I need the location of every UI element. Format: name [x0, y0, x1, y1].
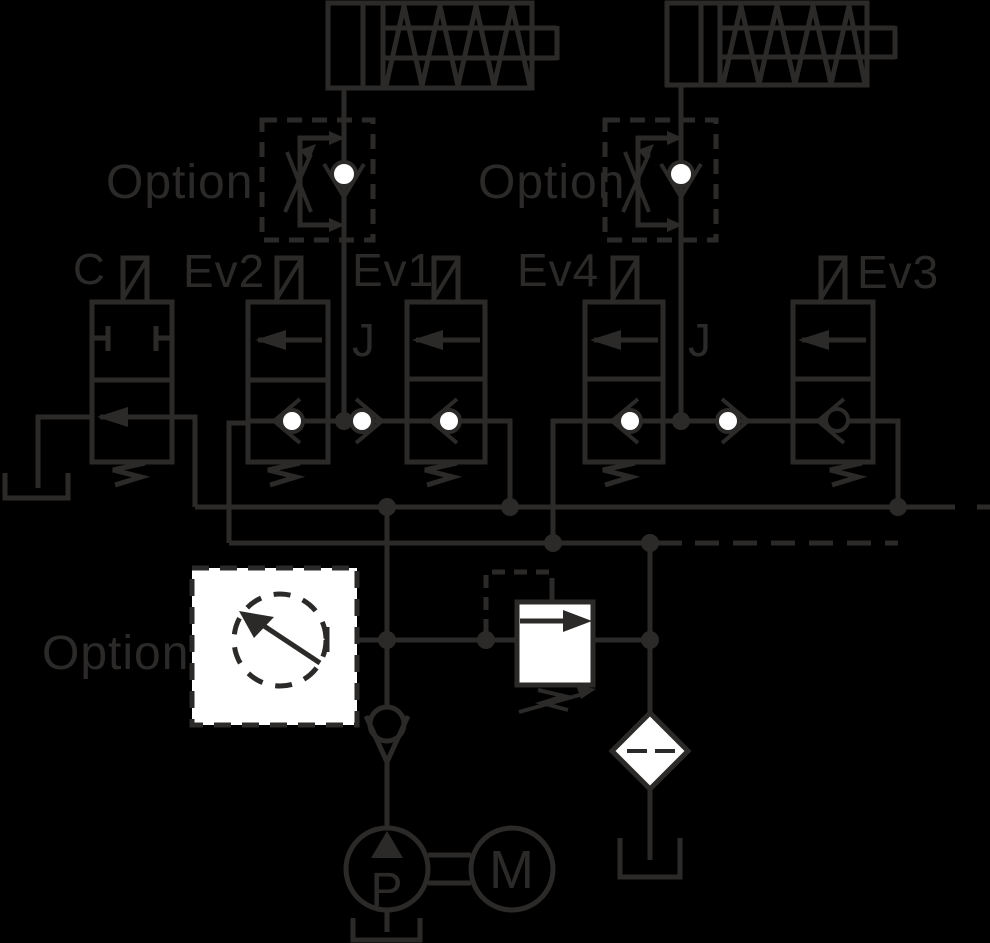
check-seat: [427, 397, 459, 445]
relief-valve-body: [514, 599, 596, 688]
spring-icon: [829, 460, 868, 488]
check-seat: [270, 397, 302, 445]
cylinder-left: [325, 0, 560, 91]
option-dashed-box: [259, 117, 376, 243]
option-dashed-box: [602, 117, 719, 243]
tank-pump: [350, 918, 423, 943]
pipes: [35, 85, 990, 932]
filter-diamond: [608, 709, 692, 793]
flow-arrow: [563, 610, 592, 632]
rotary-option-unit: [189, 565, 360, 728]
label-junction-right: J: [688, 314, 712, 366]
pump-flow-triangle: [371, 831, 403, 858]
cylinder-body: [664, 0, 870, 88]
valve-body: [790, 299, 876, 465]
valve-body: [404, 299, 488, 465]
arrowhead: [667, 218, 683, 232]
adjust-arrow: [518, 692, 584, 714]
label-valve-ev2: Ev2: [183, 245, 265, 297]
actuator-arrow: [256, 619, 322, 666]
spring-icon: [424, 460, 463, 488]
flow-control-option-left: [259, 117, 376, 243]
flow-arrow: [255, 330, 286, 350]
check-ball: [349, 408, 375, 434]
solenoid-icon: [274, 255, 304, 305]
motor-circle: [468, 825, 556, 913]
check-seat: [608, 397, 640, 445]
label-valve-ev1: Ev1: [352, 244, 434, 296]
check-ball: [279, 408, 305, 434]
flow-arrow: [412, 330, 443, 350]
check-ball: [715, 408, 741, 434]
junction-dots: [335, 412, 907, 649]
spring-icon: [602, 460, 641, 488]
filter: [608, 709, 692, 793]
valve-body: [582, 299, 666, 465]
j-check-right: [715, 397, 752, 445]
check-valve: [363, 704, 411, 769]
relief-valve: [514, 599, 596, 714]
check-seat: [814, 397, 846, 445]
flow-arrow: [97, 407, 128, 427]
solenoid-icon: [120, 255, 150, 305]
check-seat: [354, 397, 386, 445]
check-ball: [617, 408, 643, 434]
motor-label: M: [489, 840, 535, 900]
check-ball: [667, 160, 695, 188]
flow-control-option-right: [602, 117, 719, 243]
cylinder-right: [664, 0, 898, 88]
arrowhead: [329, 218, 345, 232]
check-ball-outline: [824, 407, 850, 433]
solenoid-icon: [610, 255, 640, 305]
cylinder-body: [325, 0, 535, 91]
spring-icon: [267, 460, 306, 488]
solenoid-icon: [431, 255, 461, 305]
label-junction-left: J: [352, 314, 376, 366]
spring-icon: [534, 688, 572, 712]
flow-arrow: [590, 330, 621, 350]
pump-unit: P M: [343, 825, 556, 917]
label-valve-c: C: [73, 245, 106, 294]
label-option-top-left: Option: [106, 156, 253, 209]
check-seat: [720, 397, 752, 445]
arrowhead: [329, 131, 345, 145]
label-valve-ev3: Ev3: [857, 246, 939, 298]
arrowhead: [239, 611, 274, 638]
pump-label: P: [370, 864, 403, 917]
label-valve-ev4: Ev4: [517, 244, 599, 296]
spring-icon: [720, 5, 868, 85]
labels: C Ev2 Ev1 Ev4 Ev3 J J Option Option Opti…: [42, 156, 939, 680]
check-ball: [330, 160, 358, 188]
arrowhead: [667, 131, 683, 145]
option-white-box: [189, 565, 360, 728]
valve-ev2: [245, 255, 331, 488]
valve-ev3: [790, 255, 876, 488]
label-option-top-right: Option: [478, 156, 625, 209]
tank-left: [2, 473, 71, 501]
check-seat: [363, 714, 411, 769]
tank-filter: [617, 838, 683, 880]
flow-arrow: [798, 330, 829, 350]
solenoid-icon: [818, 255, 848, 305]
valve-ev4: [582, 255, 666, 488]
valve-c: [89, 255, 175, 488]
valve-ev1: [404, 255, 488, 488]
check-ball: [436, 408, 462, 434]
pump-circle: [343, 825, 431, 913]
spring-icon: [383, 5, 533, 87]
spring-icon: [112, 460, 151, 488]
label-option-bottom: Option: [42, 627, 189, 680]
